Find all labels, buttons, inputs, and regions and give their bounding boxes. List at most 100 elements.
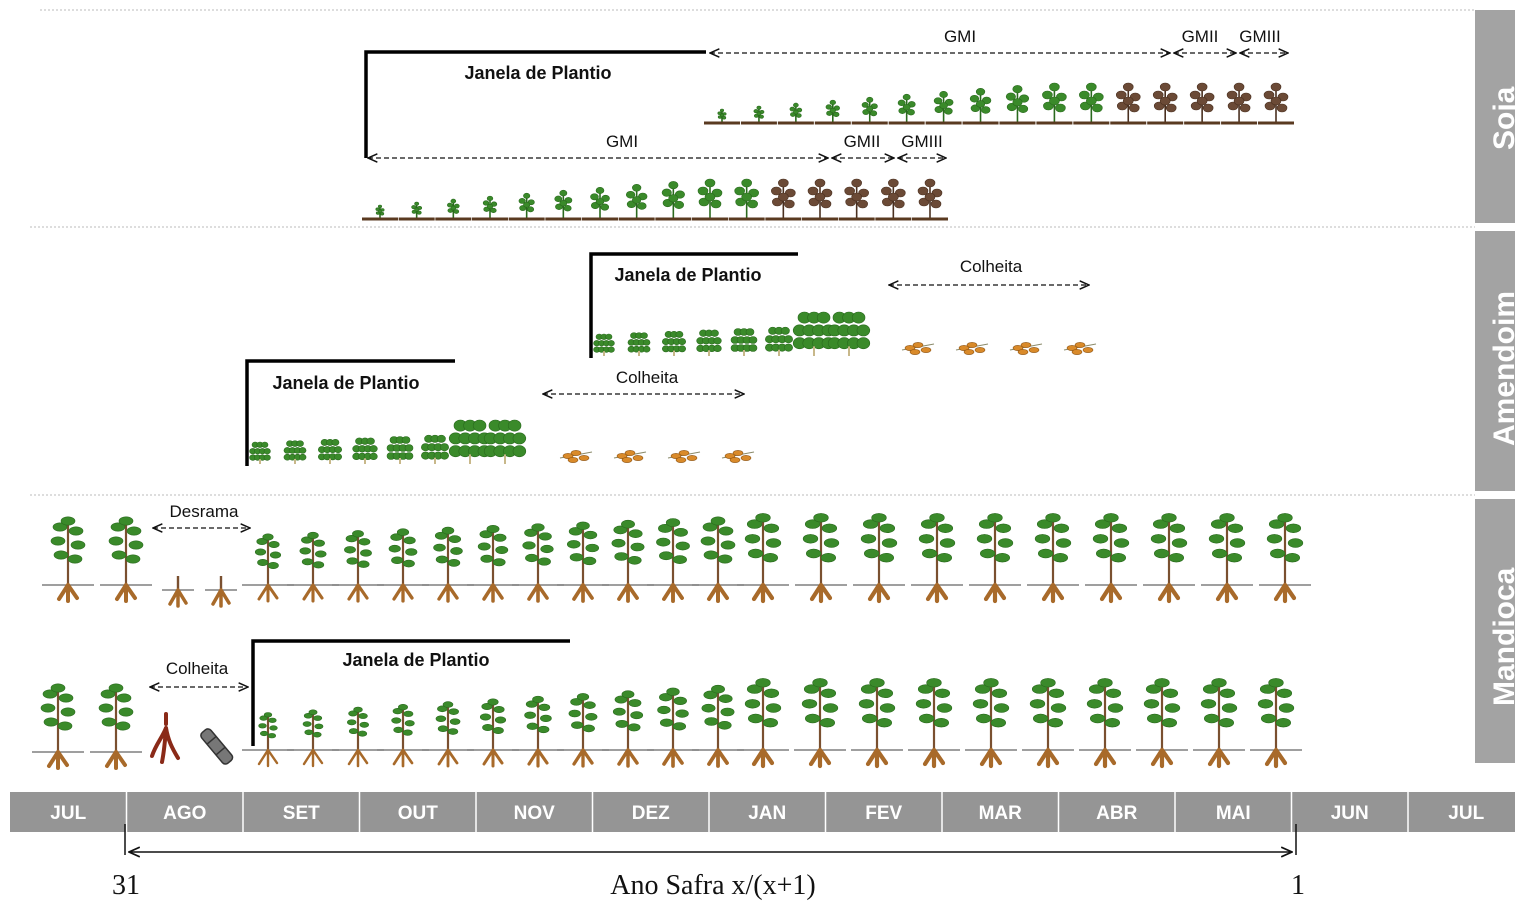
cassava-plant-icon [422,701,474,768]
cassava-plant-icon [467,525,519,603]
cassava-plant-icon [377,528,429,603]
month-bar [10,792,1515,832]
soybean-plant-icon [814,99,851,125]
soja-lower-plant-row [362,178,948,221]
amendoim-upper-window-label: Janela de Plantio [614,265,761,285]
month-label: DEZ [632,803,670,824]
peanut-plant-icon [352,437,378,464]
month-label: MAI [1216,803,1251,824]
soja-upper-gmii-label: GMII [1182,27,1219,46]
mandioca-upper-plant-row [42,513,1311,608]
cassava-plant-icon [1136,678,1188,769]
peanut-plant-icon [483,419,527,464]
month-label: JUN [1331,803,1369,824]
soybean-plant-icon [1184,82,1221,125]
amendoim-lower-window-bracket [245,359,455,466]
soybean-plant-icon [851,96,888,125]
soybean-plant-icon [777,102,814,125]
cassava-plant-icon [1022,678,1074,769]
month-label: JUL [1448,803,1484,824]
cassava-plant-icon [1250,678,1302,769]
month-label: AGO [163,803,206,824]
soybean-plant-icon [435,198,472,221]
cassava-plant-icon [287,531,339,603]
cassava-plant-icon [795,513,847,604]
cassava-plant-icon [647,687,699,768]
cassava-plant-icon [1193,678,1245,769]
cassava-plant-icon [692,516,744,603]
peanut-plant-icon [283,440,307,464]
cassava-plant-icon [1143,513,1195,604]
side-label-mandioca: Mandioca [1488,567,1515,706]
month-label: OUT [398,803,439,824]
soybean-plant-icon [740,105,777,125]
month-label: MAR [979,803,1023,824]
soja-lower-gmii-label: GMII [844,132,881,151]
soybean-plant-icon [398,201,435,221]
soybean-plant-icon [362,204,398,221]
cassava-plant-icon [1079,678,1131,769]
soybean-plant-icon [704,108,740,125]
soybean-plant-icon [545,189,582,221]
cassava-plant-icon [602,690,654,768]
side-band-amendoim [1475,231,1515,491]
soybean-plant-icon [888,93,925,125]
cassava-plant-icon [332,530,384,603]
soybean-plant-icon [1221,82,1258,125]
peanut-plant-icon [317,438,342,464]
cassava-plant-icon [851,678,903,769]
season-start-label: 31 [112,870,140,901]
peanut-pods-icon [955,342,989,355]
side-band-soja [1475,10,1515,223]
cassava-pruned-stem-icon [162,576,194,608]
peanut-plant-icon [386,436,414,464]
soybean-plant-icon [728,178,765,221]
month-label: ABR [1096,803,1137,824]
soybean-plant-icon [925,90,962,125]
amendoim-lower-harvest-label: Colheita [616,368,679,387]
amendoim-lower-plant-row [249,419,755,464]
peanut-pods-icon [1063,342,1097,355]
cassava-plant-icon [377,704,429,768]
soybean-plant-icon [1073,82,1110,125]
cassava-plant-icon [794,678,846,769]
cassava-plant-icon [647,518,699,603]
soybean-plant-icon [1258,82,1294,125]
soybean-plant-icon [582,186,618,221]
season-end-label: 1 [1291,870,1305,901]
mandioca-lower-harvest-label: Colheita [166,659,229,678]
soja-window-bracket [364,50,706,158]
peanut-plant-icon [730,328,758,356]
cassava-plant-icon [908,678,960,769]
peanut-pods-icon [613,450,647,463]
cassava-plant-icon [512,695,564,768]
soja-lower-gmi-label: GMI [606,132,638,151]
cassava-plant-icon [42,516,94,603]
peanut-pods-icon [721,450,755,463]
season-label: Ano Safra x/(x+1) [610,870,816,901]
peanut-plant-icon [627,332,651,356]
cassava-plant-icon [737,513,789,604]
cassava-plant-icon [1259,513,1311,604]
soja-section: Janela de Plantio GMI GMII GMIII GMI GMI… [362,27,1294,221]
cassava-plant-icon [557,693,609,768]
peanut-plant-icon [696,329,722,356]
amendoim-section: Janela de Plantio Colheita Janela de Pla… [245,252,1097,466]
peanut-plant-icon [448,419,492,464]
cassava-plant-icon [100,516,152,603]
cassava-plant-icon [1085,513,1137,604]
peanut-plant-icon [765,326,793,356]
month-label: FEV [865,803,902,824]
cassava-plant-icon [332,706,384,768]
cassava-plant-icon [969,513,1021,604]
mandioca-lower-window-bracket [251,639,570,746]
soja-window-label: Janela de Plantio [464,63,611,83]
soybean-plant-icon [875,178,912,221]
amendoim-upper-plant-row [593,311,1097,356]
cassava-plant-icon [32,683,84,770]
peanut-pods-icon [1009,342,1043,355]
harvested-roots-icon [150,712,180,764]
cassava-plant-icon [1027,513,1079,604]
cassava-plant-icon [1201,513,1253,604]
